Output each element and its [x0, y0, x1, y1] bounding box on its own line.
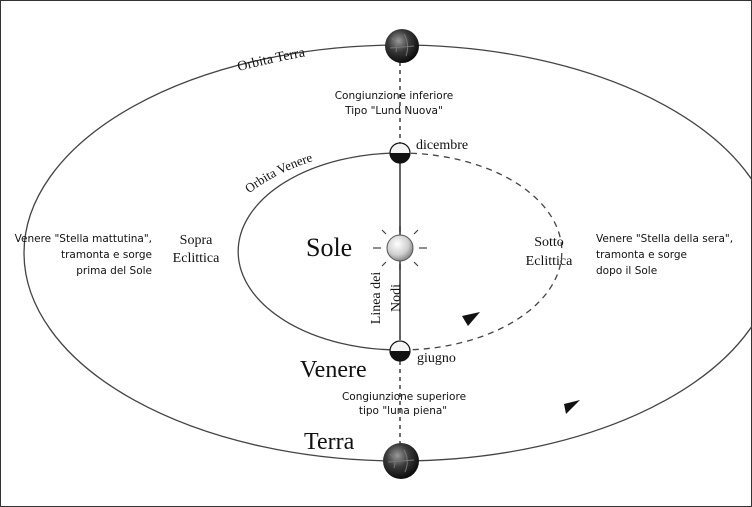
- morning-star-note-3: prima del Sole: [76, 265, 152, 277]
- earth-globe-icon: [383, 443, 419, 479]
- venus-orbit-below-ecliptic: [399, 152, 563, 351]
- sun-label: Sole: [306, 233, 352, 262]
- morning-star-note-2: tramonta e sorge: [61, 249, 152, 261]
- above-ecliptic-label-1: Sopra: [180, 233, 213, 248]
- superior-conjunction-type: tipo "luna piena": [359, 405, 447, 417]
- inferior-conjunction-title: Congiunzione inferiore: [335, 90, 454, 102]
- half-lit-planet-icon: [389, 340, 411, 362]
- june-label: giugno: [417, 351, 456, 366]
- evening-star-note-2: tramonta e sorge: [596, 249, 687, 261]
- half-lit-planet-icon: [389, 142, 411, 164]
- venus-orbit-arrow: [462, 312, 480, 326]
- earth-orbit-arrow: [564, 400, 580, 414]
- evening-star-note-1: Venere "Stella della sera",: [596, 233, 733, 245]
- venus-orbit-above-ecliptic: [237, 152, 401, 351]
- line-of-nodes-label-2: Nodi: [389, 284, 404, 312]
- inferior-conjunction-type: Tipo "Lund Nuova": [344, 105, 443, 117]
- above-ecliptic-label-2: Eclittica: [173, 251, 220, 266]
- sun-rays: [373, 226, 427, 270]
- earth-label: Terra: [304, 429, 355, 455]
- below-ecliptic-label-2: Eclittica: [526, 254, 573, 269]
- venus-label: Venere: [300, 357, 367, 383]
- december-label: dicembre: [416, 138, 468, 153]
- earth-globe-icon: [385, 29, 419, 63]
- orbit-earth-label: Orbita Terra: [236, 45, 307, 75]
- morning-star-note-1: Venere "Stella mattutina",: [15, 233, 152, 245]
- evening-star-note-3: dopo il Sole: [596, 265, 657, 277]
- sun-icon: [386, 234, 414, 262]
- line-of-nodes-label-1: Linea dei: [369, 272, 384, 325]
- below-ecliptic-label-1: Sotto: [534, 235, 564, 250]
- superior-conjunction-title: Congiunzione superiore: [342, 391, 466, 403]
